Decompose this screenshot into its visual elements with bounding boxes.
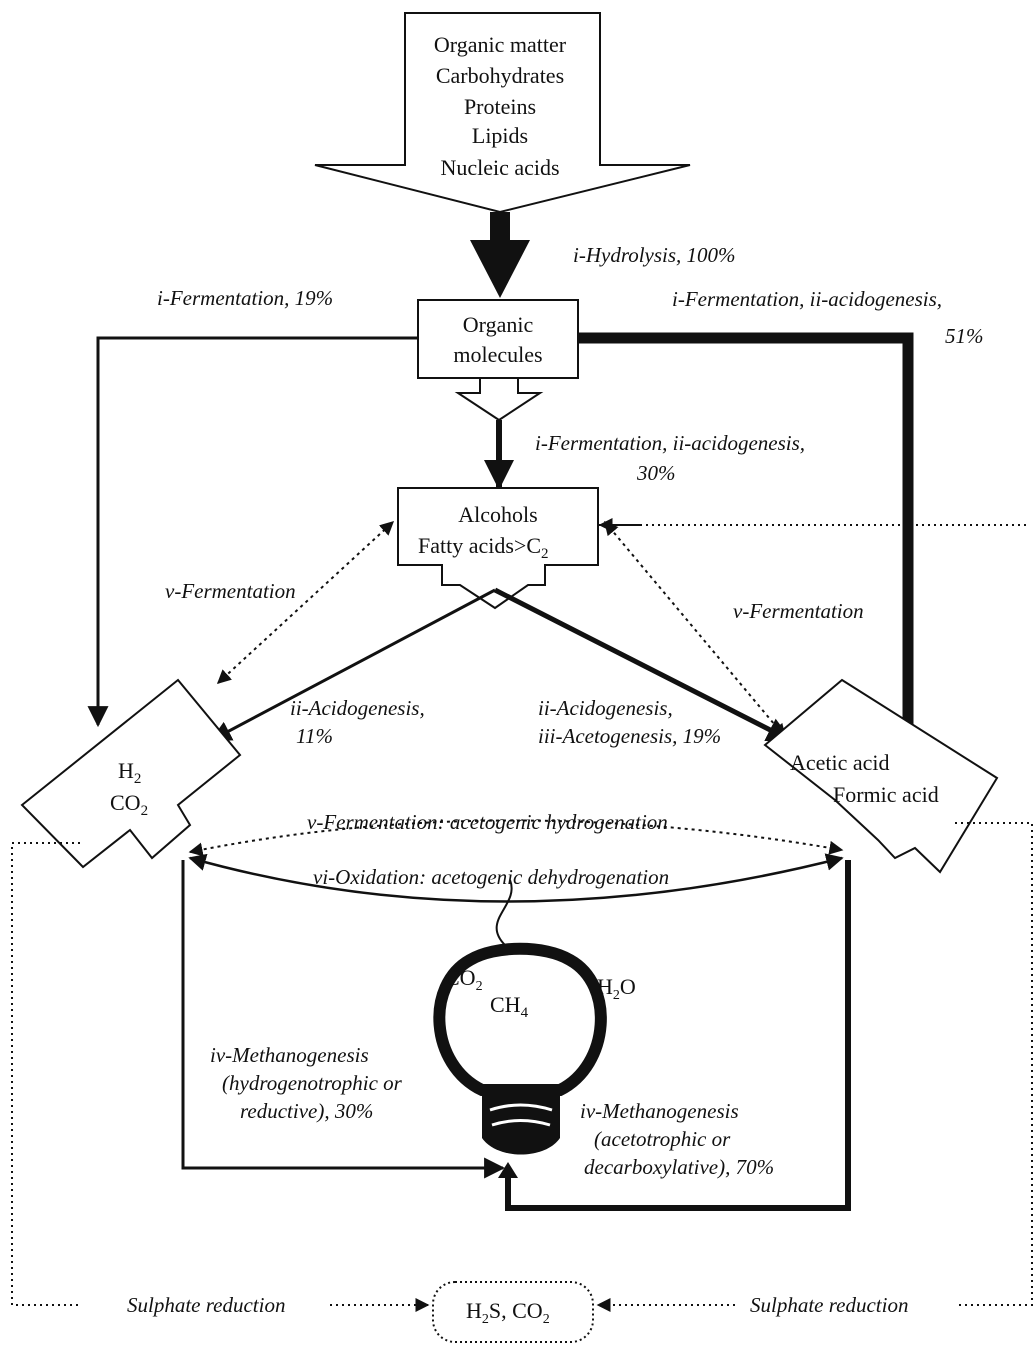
acido-left-label: ii-Acidogenesis,	[290, 696, 425, 720]
acido-right-pct: iii-Acetogenesis, 19%	[538, 724, 721, 748]
sulphate-left-label: Sulphate reduction	[127, 1293, 285, 1317]
dehydrogenation-label: vi-Oxidation: acetogenic dehydrogenation	[313, 865, 669, 889]
v-ferm-left-label: v-Fermentation	[165, 579, 296, 603]
h2s-co2-label: H2S, CO2	[466, 1298, 550, 1327]
nucleic-acids-label: Nucleic acids	[440, 155, 559, 180]
organic-molecules-node: Organic molecules	[417, 299, 579, 379]
formic-acid-label: Formic acid	[833, 782, 939, 807]
fatty-acids-label: Fatty acids>C2	[418, 533, 549, 562]
methano-right-line1: iv-Methanogenesis	[580, 1099, 739, 1123]
acido-left-pct: 11%	[296, 724, 333, 748]
methano-hydrogenotrophic-arrow	[181, 860, 506, 1179]
ferm-acido-51-line	[578, 332, 914, 800]
methano-left-line3: reductive), 30%	[240, 1099, 373, 1123]
methano-right-line3: decarboxylative), 70%	[584, 1155, 774, 1179]
co2-small-label: CO2	[445, 965, 483, 994]
hydrogenation-label: v-Fermentation: acetogenic hydrogenation	[307, 810, 668, 834]
h2o-small-label: H2O	[597, 974, 636, 1003]
fermentation-left-label: i-Fermentation, 19%	[157, 286, 333, 310]
h2-label: H2	[118, 758, 141, 787]
acido-aceto-19-arrow	[493, 587, 793, 743]
organic-molecules-line1: Organic	[463, 312, 534, 337]
hydrolysis-arrow	[470, 212, 530, 298]
proteins-label: Proteins	[464, 94, 536, 119]
acetic-acid-label: Acetic acid	[790, 750, 890, 775]
v-ferm-right-label: v-Fermentation	[733, 599, 864, 623]
ch4-lightbulb-icon: CH4	[433, 942, 607, 1155]
carbohydrates-label: Carbohydrates	[436, 63, 564, 88]
acidogenesis-11-arrow	[210, 588, 496, 742]
ferm-acido-right-label: i-Fermentation, ii-acidogenesis,	[672, 287, 942, 311]
v-ferm-right-dotted	[604, 520, 786, 739]
ferm-acido-right-pct: 51%	[945, 324, 984, 348]
right-sulphate-dotted	[955, 822, 1033, 1306]
sulphate-right-label: Sulphate reduction	[750, 1293, 908, 1317]
ch4-label: CH4	[490, 992, 529, 1021]
molecules-output-arrow	[454, 377, 544, 422]
fermentation-19-arrow	[87, 336, 418, 728]
co2-label: CO2	[110, 790, 148, 819]
co2-wisp	[495, 879, 513, 946]
methano-left-line2: (hydrogenotrophic or	[222, 1071, 403, 1095]
h2s-co2-node: H2S, CO2	[432, 1281, 594, 1343]
organic-matter-node: Organic matter Carbohydrates Proteins Li…	[314, 12, 691, 214]
lipids-label: Lipids	[472, 123, 528, 148]
methano-right-line2: (acetotrophic or	[594, 1127, 731, 1151]
alcohols-line1: Alcohols	[458, 502, 537, 527]
hydrolysis-label: i-Hydrolysis, 100%	[573, 243, 736, 267]
methano-left-line1: iv-Methanogenesis	[210, 1043, 369, 1067]
left-sulphate-dotted	[11, 842, 80, 1306]
organic-molecules-line2: molecules	[453, 342, 542, 367]
v-ferm-left-dotted	[216, 521, 395, 684]
organic-matter-title: Organic matter	[434, 32, 567, 57]
methano-acetotrophic-line	[505, 860, 851, 1211]
acetic-formic-node: Acetic acid Formic acid	[763, 678, 999, 874]
acido-right-label: ii-Acidogenesis,	[538, 696, 673, 720]
ferm-acido-mid-pct: 30%	[636, 461, 676, 485]
methano-acetotrophic-head	[498, 1162, 518, 1178]
ferm-acido-mid-label: i-Fermentation, ii-acidogenesis,	[535, 431, 805, 455]
h2-co2-node: H2 CO2	[20, 678, 242, 869]
alcohols-node: Alcohols Fatty acids>C2	[397, 487, 599, 610]
